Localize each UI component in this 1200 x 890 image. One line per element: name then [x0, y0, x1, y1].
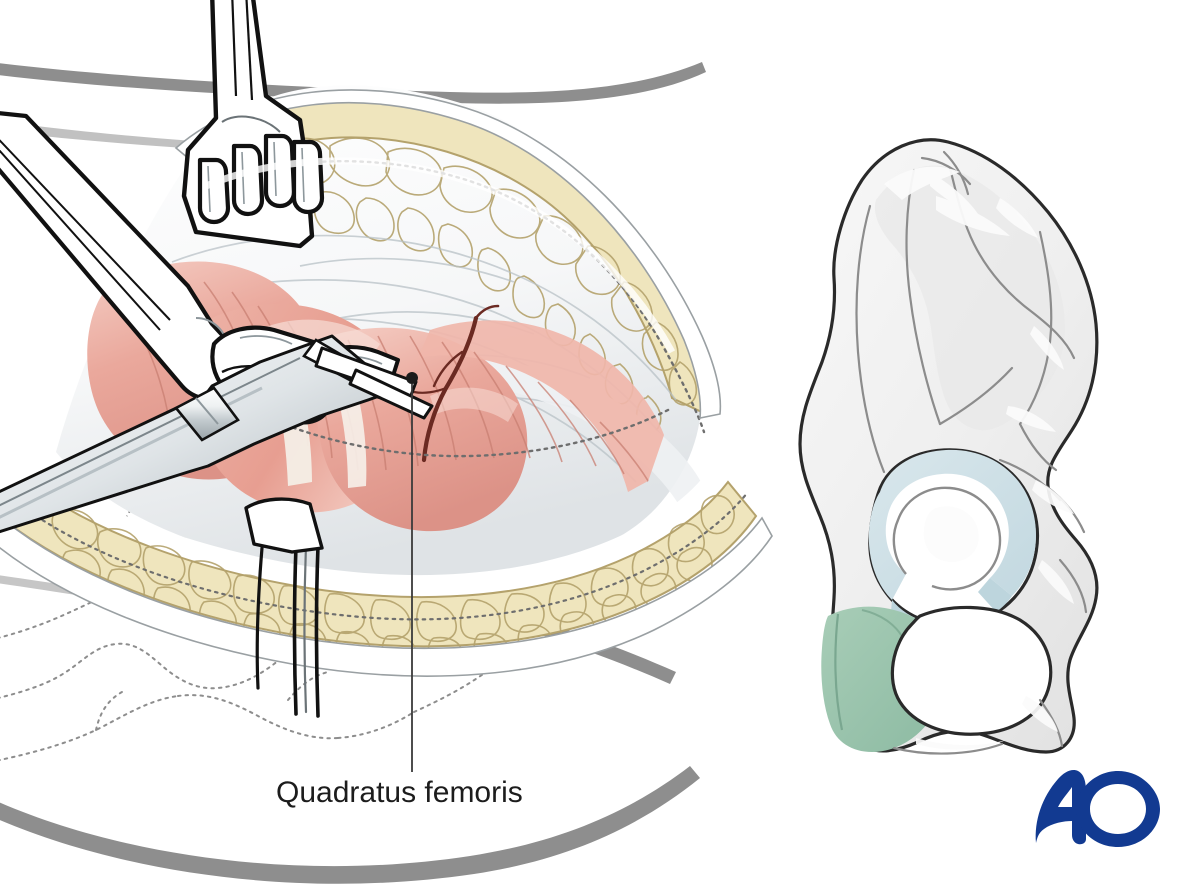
quadratus-femoris-label: Quadratus femoris	[276, 776, 523, 809]
surgical-exposure-illustration	[0, 0, 773, 884]
obturator-foramen	[890, 605, 1053, 736]
acetabular-fossa-line	[892, 486, 1002, 591]
wound-edge-highlight	[204, 157, 676, 354]
acetabular-fossa-center	[923, 506, 979, 562]
ao-logo-o	[1076, 771, 1160, 847]
acetabulum-lunate-surface	[868, 449, 1036, 600]
rake-prongs	[197, 133, 325, 225]
retractor-stems-lower[interactable]	[255, 542, 320, 718]
blood-vessel	[412, 304, 500, 463]
lunate-surface-posterior-horn	[978, 578, 1012, 612]
dotted-incision-line-lower	[236, 402, 674, 458]
ao-logo[interactable]	[1035, 769, 1160, 847]
pelvis-orientation-illustration	[798, 138, 1099, 755]
leader-dot	[406, 372, 418, 384]
retractor-lower-blade[interactable]	[244, 497, 324, 554]
ao-logo-a	[1035, 769, 1086, 845]
ischial-tuberosity-line	[834, 613, 844, 731]
dotted-fat-line-lower	[28, 490, 750, 621]
quadratus-femoris-annotation: Quadratus femoris	[276, 372, 523, 809]
muscle-highlight-2	[430, 387, 518, 422]
skin-edge-lower	[0, 516, 773, 677]
muscle-lateral-band	[418, 320, 672, 492]
pelvis-sheen	[916, 480, 1074, 750]
iliac-wing-shade	[874, 165, 1065, 431]
